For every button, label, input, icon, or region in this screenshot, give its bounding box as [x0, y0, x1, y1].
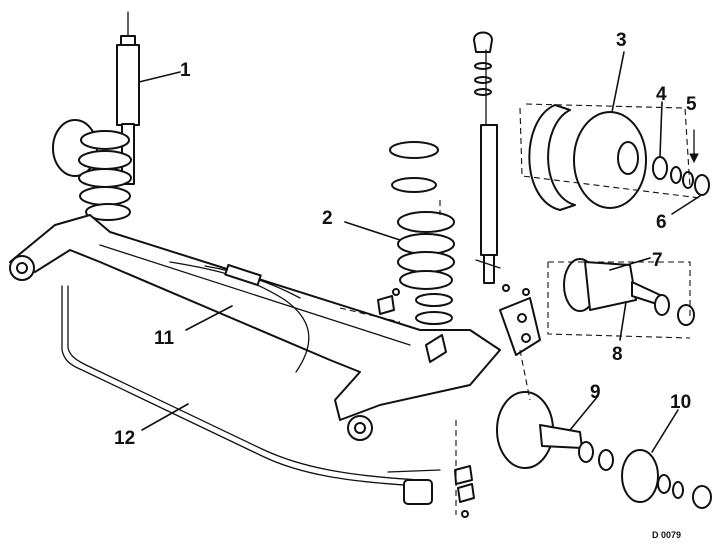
hub-bearing-set — [652, 129, 710, 196]
reference-code: D 0079 — [652, 530, 681, 540]
callout-7: 7 — [652, 250, 663, 271]
wheel-hub-stub-axle — [563, 258, 695, 326]
rear-axle-beam — [9, 214, 501, 441]
callout-8: 8 — [612, 344, 623, 365]
callout-5: 5 — [686, 94, 697, 115]
callout-10: 10 — [670, 392, 691, 413]
alignment-lines — [339, 103, 701, 515]
brake-drum — [528, 104, 647, 211]
callout-9: 9 — [590, 382, 601, 403]
callout-3: 3 — [616, 30, 627, 51]
spring-seat-bracket — [499, 297, 541, 356]
brake-cable — [169, 261, 310, 373]
callout-leaders — [138, 51, 701, 453]
callout-4: 4 — [656, 84, 667, 105]
callout-2: 2 — [322, 208, 333, 229]
callout-1: 1 — [180, 60, 191, 81]
callout-11: 11 — [154, 328, 175, 349]
right-shock-absorber — [473, 31, 498, 284]
left-coil-spring — [52, 119, 132, 221]
centre-coil-spring — [389, 141, 455, 363]
callout-12: 12 — [114, 428, 135, 449]
fastener-parts — [377, 259, 530, 518]
stabilizer-bar — [61, 285, 433, 505]
lower-brake-assembly — [496, 391, 712, 509]
callout-6: 6 — [656, 212, 667, 233]
